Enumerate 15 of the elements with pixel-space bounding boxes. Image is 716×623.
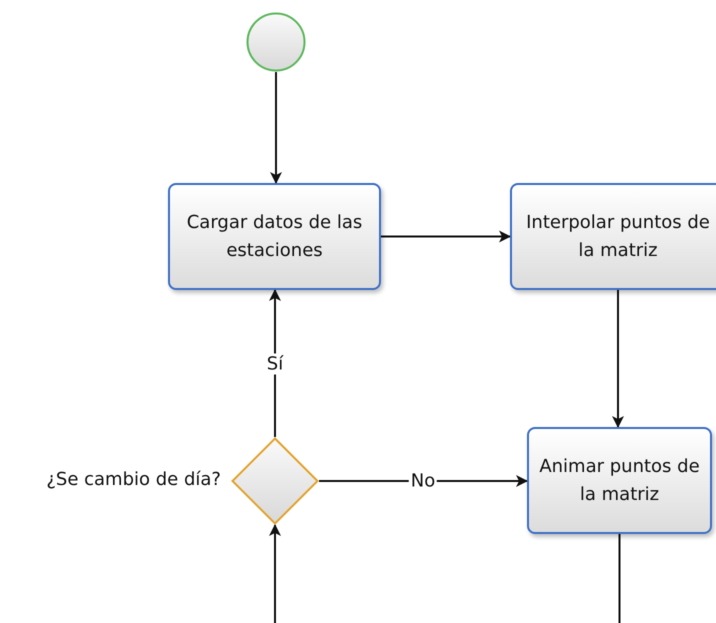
box-text: Animar puntos de la matriz (539, 454, 700, 506)
start-circle (246, 12, 306, 72)
arrow (270, 72, 282, 184)
process-box (510, 183, 716, 290)
arrow (269, 524, 281, 623)
arrow (612, 290, 624, 428)
box-text: Interpolar puntos de la matriz (525, 210, 711, 262)
arrow (381, 230, 511, 242)
process-box (168, 183, 381, 290)
decision-label: ¿Se cambio de día? (46, 469, 221, 490)
edge-label: Sí (264, 353, 286, 374)
process-box (527, 427, 712, 534)
box-text: Cargar datos de las estaciones (186, 210, 364, 262)
arrow (269, 289, 281, 437)
decision-diamond (231, 437, 319, 525)
